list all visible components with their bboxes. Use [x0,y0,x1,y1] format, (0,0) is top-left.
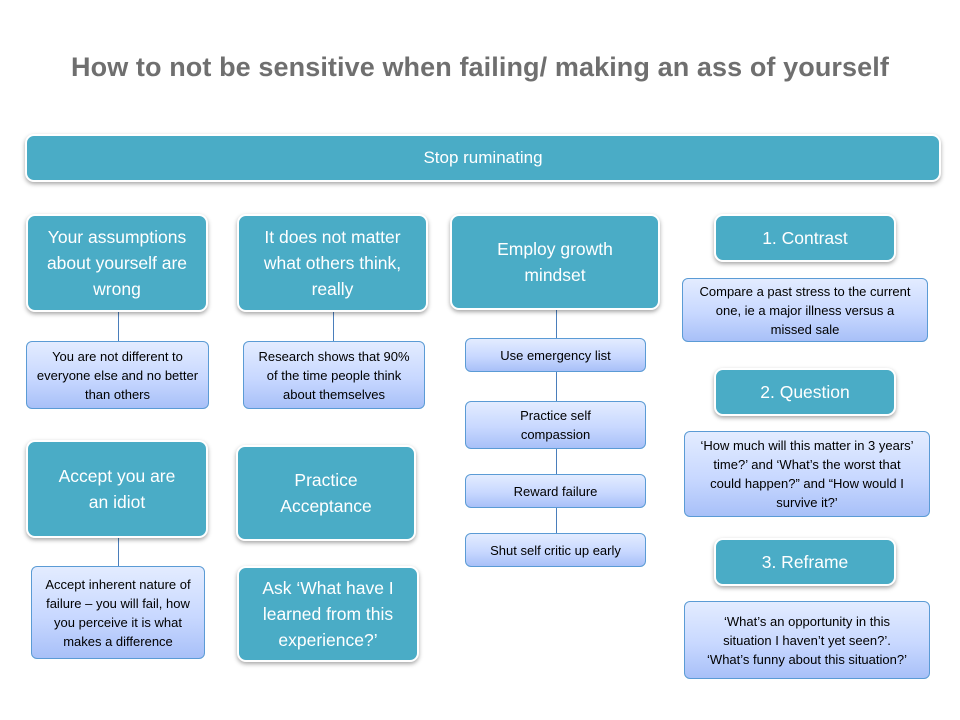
inherent-failure-box: Accept inherent nature of failure – you … [31,566,205,659]
accept-idiot-box: Accept you are an idiot [26,440,208,538]
reward-failure-box: Reward failure [465,474,646,508]
reframe-detail-box: ‘What’s an opportunity in this situation… [684,601,930,679]
contrast-box: 1. Contrast [714,214,896,262]
shut-critic-box: Shut self critic up early [465,533,646,567]
assumptions-box: Your assumptions about yourself are wron… [26,214,208,312]
others-think-box: It does not matter what others think, re… [237,214,428,312]
diagram-title: How to not be sensitive when failing/ ma… [71,52,889,82]
question-detail-box: ‘How much will this matter in 3 years’ t… [684,431,930,517]
connector [118,537,119,567]
connector [333,310,334,342]
connector [118,310,119,342]
research-box: Research shows that 90% of the time peop… [243,341,425,409]
not-different-box: You are not different to everyone else a… [26,341,209,409]
practice-acceptance-box: Practice Acceptance [236,445,416,541]
ask-learned-box: Ask ‘What have I learned from this exper… [237,566,419,662]
self-compassion-box: Practice self compassion [465,401,646,449]
emergency-list-box: Use emergency list [465,338,646,372]
stop-ruminating-bar: Stop ruminating [25,134,941,182]
question-box: 2. Question [714,368,896,416]
contrast-detail-box: Compare a past stress to the current one… [682,278,928,342]
reframe-box: 3. Reframe [714,538,896,586]
growth-mindset-box: Employ growth mindset [450,214,660,310]
